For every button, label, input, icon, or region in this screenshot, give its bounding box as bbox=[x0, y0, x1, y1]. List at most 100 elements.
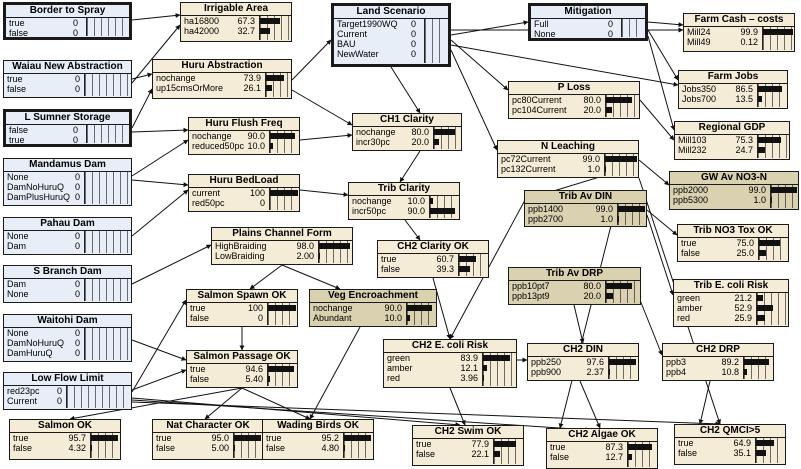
link-arrow bbox=[647, 21, 684, 28]
probability-bar bbox=[483, 375, 485, 381]
state-value: 99.0 bbox=[748, 185, 766, 195]
state-value: 80.0 bbox=[583, 281, 601, 291]
probability-bar bbox=[763, 29, 793, 35]
state-value: 0 bbox=[56, 386, 62, 396]
state-value: 0 bbox=[410, 19, 416, 29]
node-title: S Branch Dam bbox=[4, 266, 131, 279]
state-label: pc132Current bbox=[501, 164, 556, 174]
state-row: Current 0 bbox=[4, 396, 131, 406]
link-arrow bbox=[432, 277, 452, 340]
state-value: 67.3 bbox=[237, 16, 255, 26]
state-label: ppb1400 bbox=[528, 204, 564, 214]
link-arrow bbox=[131, 179, 189, 188]
probability-bar bbox=[756, 450, 766, 456]
state-value: 10.8 bbox=[721, 367, 739, 377]
state-label: nochange bbox=[313, 303, 353, 313]
link-arrow bbox=[558, 189, 621, 429]
state-label: ppb4 bbox=[666, 367, 687, 377]
state-value: 99.9 bbox=[740, 27, 758, 37]
probability-bar bbox=[234, 445, 236, 451]
state-value: 12.1 bbox=[460, 363, 478, 373]
state-label: ppb2700 bbox=[528, 214, 564, 224]
link-arrow bbox=[131, 12, 181, 21]
state-label: amber bbox=[677, 303, 703, 313]
node-title: Waitohi Dam bbox=[4, 315, 131, 328]
state-value: 80.0 bbox=[411, 127, 429, 137]
state-value: 0 bbox=[74, 172, 80, 182]
state-value: 4.32 bbox=[68, 443, 86, 453]
link-arrow bbox=[299, 132, 353, 141]
probability-bar bbox=[756, 440, 775, 446]
node-title: Salmon OK bbox=[10, 420, 120, 433]
link-arrow bbox=[131, 72, 153, 80]
state-label: Mill232 bbox=[678, 145, 707, 155]
state-value: 0 bbox=[56, 396, 62, 406]
state-value: 22.1 bbox=[471, 449, 489, 459]
state-label: Current bbox=[7, 396, 38, 406]
probability-bar bbox=[270, 190, 298, 196]
state-label: Mill24 bbox=[687, 27, 711, 37]
node-title: CH1 Clarity bbox=[353, 114, 461, 127]
state-label: red bbox=[387, 373, 401, 383]
probability-grid bbox=[84, 328, 129, 360]
state-label: green bbox=[387, 353, 411, 363]
state-label: false bbox=[681, 248, 701, 258]
probability-bar bbox=[757, 295, 764, 301]
state-value: 0 bbox=[607, 19, 613, 29]
probability-bar bbox=[319, 253, 320, 259]
state-value: 10.0 bbox=[247, 141, 265, 151]
state-value: 90.0 bbox=[407, 206, 425, 216]
probability-bar bbox=[606, 283, 633, 289]
